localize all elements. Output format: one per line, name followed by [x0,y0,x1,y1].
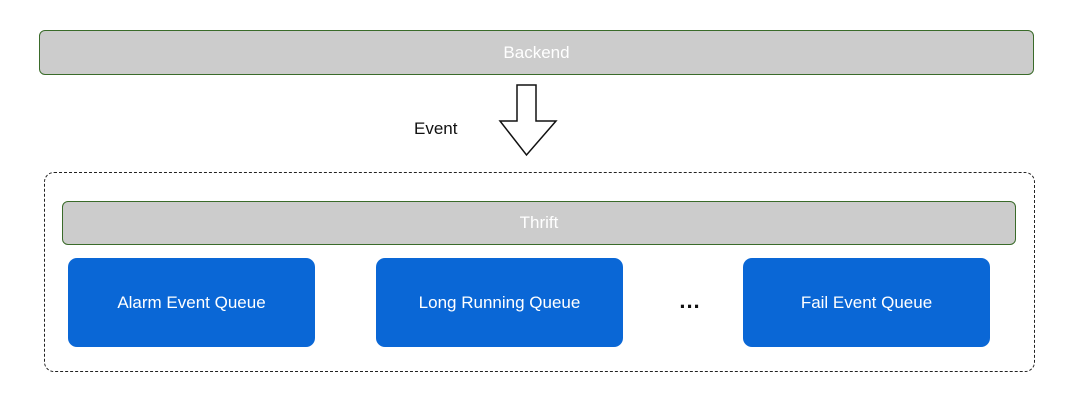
thrift-group-container [44,172,1035,372]
event-edge-label: Event [414,119,458,138]
backend-label: Backend [503,42,570,62]
queue-label: Alarm Event Queue [117,292,266,312]
backend-box: Backend [39,30,1034,75]
thrift-box: Thrift [62,201,1016,245]
fail-event-queue-box: Fail Event Queue [743,258,990,347]
more-queues-ellipsis: ... [679,288,701,313]
queue-label: Fail Event Queue [800,292,933,312]
down-arrow-icon [498,84,558,157]
long-running-queue-box: Long Running Queue [376,258,623,347]
thrift-label: Thrift [519,213,559,232]
alarm-event-queue-box: Alarm Event Queue [68,258,315,347]
queue-label: Long Running Queue [418,292,581,312]
